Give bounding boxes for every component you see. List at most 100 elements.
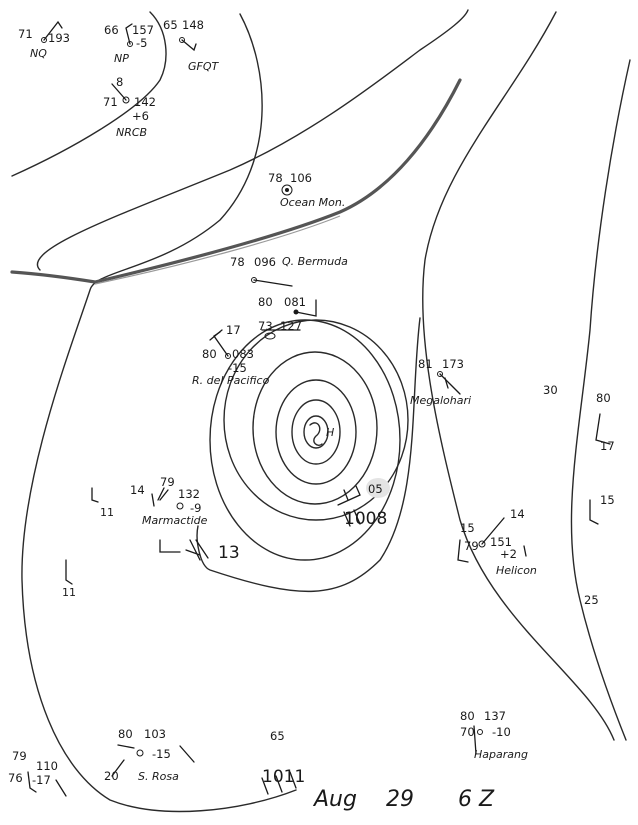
pacifico-pressure: 083 <box>232 347 254 361</box>
isobar-inner-2 <box>291 399 341 465</box>
front-line <box>10 78 462 284</box>
isobar-1008 <box>223 319 409 521</box>
barb-13 <box>185 539 209 561</box>
title-day: 29 <box>386 787 414 812</box>
srosa-extra: 20 <box>104 769 119 783</box>
haparang-pressure: 137 <box>484 709 506 723</box>
isobar-far-east <box>570 59 631 741</box>
np-temp: 66 <box>104 23 119 37</box>
isobar-northwest <box>11 11 167 177</box>
ship081-pressure: 081 <box>284 295 306 309</box>
srosa-tendency: -15 <box>152 747 171 761</box>
station-gfqt-marker <box>179 37 185 43</box>
sw-temp: 79 <box>12 749 27 763</box>
ship081-temp: 80 <box>258 295 273 309</box>
srosa-name: S. Rosa <box>138 770 179 783</box>
title-time: 6 Z <box>458 787 495 812</box>
storm-eye-symbol <box>309 422 323 446</box>
w11b-value: 11 <box>62 586 76 599</box>
edge-label-15: 15 <box>600 493 615 507</box>
nrcb-tendency: +6 <box>132 109 149 123</box>
isobar-west-big <box>21 13 297 813</box>
station-labels: 71 193 NQ 66 157 -5 NP 65 148 GFQT 8 71 … <box>8 18 615 787</box>
marmactide-wind: 14 <box>130 483 145 497</box>
station-ocean-mon-marker <box>281 184 293 196</box>
isobar-05 <box>252 351 378 505</box>
w11a-value: 11 <box>100 506 114 519</box>
bermuda-pressure: 096 <box>254 255 276 269</box>
nrcb-temp: 71 <box>103 95 118 109</box>
srosa-pressure: 103 <box>144 727 166 741</box>
nq-pressure: 193 <box>48 31 70 45</box>
barb-11a <box>91 487 99 503</box>
srosa-temp: 80 <box>118 727 133 741</box>
ocean-pressure: 106 <box>290 171 312 185</box>
isobar-label-1011: 1011 <box>262 767 305 787</box>
isobar-1008-ticks <box>343 509 361 527</box>
barb-sw-corner <box>27 771 37 793</box>
barb-east-edge <box>595 413 611 445</box>
isobar-label-13: 13 <box>218 543 240 563</box>
haparang-extra: 70 <box>460 725 475 739</box>
isobar-east <box>422 11 615 741</box>
isobar-label-1008: 1008 <box>344 509 387 529</box>
megalohari-temp: 81 <box>418 357 433 371</box>
center-marker: H <box>326 426 334 439</box>
station-nrcb-marker <box>122 96 130 104</box>
np-tendency: -5 <box>136 36 147 50</box>
sw-extra: 76 <box>8 771 23 785</box>
helicon-extra: 15 <box>460 521 475 535</box>
pacifico-name: R. del Pacifico <box>192 374 270 387</box>
megalohari-pressure: 173 <box>442 357 464 371</box>
barb-05 <box>337 485 361 506</box>
title-month: Aug <box>312 787 357 812</box>
helicon-tendency: +2 <box>500 547 517 561</box>
isobar-1011-ticks <box>261 771 297 795</box>
isobar-lines <box>11 9 631 813</box>
haparang-name: Haparang <box>474 748 528 761</box>
gfqt-name: GFQT <box>188 60 220 73</box>
ocean-temp: 78 <box>268 171 283 185</box>
helicon-name: Helicon <box>496 564 537 577</box>
isobar-southeast <box>196 317 421 592</box>
station-srosa-marker <box>136 749 144 757</box>
gfqt-pressure: 148 <box>182 18 204 32</box>
station-marmactide-marker <box>176 502 184 510</box>
station-megalohari-marker <box>437 371 443 377</box>
edge-label-30: 30 <box>543 383 558 397</box>
station-pacifico-marker <box>225 353 231 359</box>
station-nq-marker <box>41 37 47 43</box>
marmactide-tendency: -9 <box>190 501 201 515</box>
pacifico-temp: 80 <box>202 347 217 361</box>
isobar-label-05: 05 <box>368 482 383 496</box>
isobar-inner-3 <box>303 415 329 449</box>
shade-05 <box>366 478 390 498</box>
nrcb-name: NRCB <box>116 126 147 139</box>
helicon-pressure: 151 <box>490 535 512 549</box>
map-title: Aug 29 6 Z <box>312 787 495 812</box>
ship127-temp: 73 <box>258 319 273 333</box>
haparang-tendency: -10 <box>492 725 511 739</box>
bermuda-temp: 78 <box>230 255 245 269</box>
np-pressure: 157 <box>132 23 154 37</box>
marmactide-temp: 79 <box>160 475 175 489</box>
isobar-labels: 1011 1008 05 13 30 25 15 65 H <box>218 383 615 787</box>
cyclone-isobars <box>209 319 409 561</box>
marmactide-name: Marmactide <box>142 514 208 527</box>
marmactide-pressure: 132 <box>178 487 200 501</box>
barb-11b <box>65 559 73 585</box>
front-shading <box>94 215 341 285</box>
sw-tendency: -17 <box>32 773 51 787</box>
megalohari-name: Megalohari <box>410 394 471 407</box>
isobar-upper-arc <box>36 9 469 271</box>
pacifico-wind: 17 <box>226 323 241 337</box>
barb-13-tail <box>159 539 181 553</box>
haparang-temp: 80 <box>460 709 475 723</box>
ship127-pressure: 127 <box>280 319 302 333</box>
sw-pressure: 110 <box>36 759 58 773</box>
edge-label-25: 25 <box>584 593 599 607</box>
isobar-inner-1 <box>275 379 357 485</box>
east-edge-wind: 17 <box>600 439 615 453</box>
